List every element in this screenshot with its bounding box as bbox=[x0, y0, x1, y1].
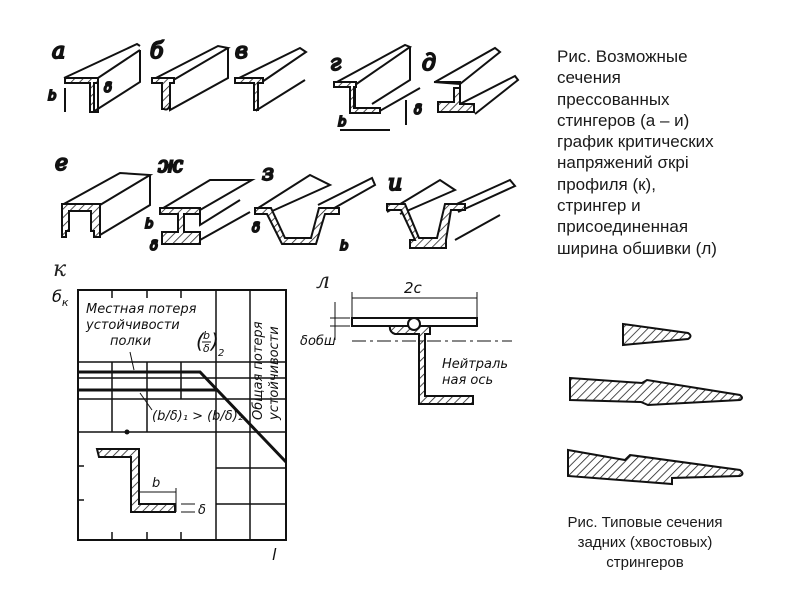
svg-text:b: b bbox=[203, 329, 210, 342]
dim-delta-z: δ bbox=[252, 221, 260, 236]
profile-v: в bbox=[234, 38, 308, 112]
z-section-inset: b δ bbox=[95, 448, 206, 518]
y-axis-label: бк bbox=[52, 287, 69, 309]
chart-label-k: к bbox=[53, 257, 67, 282]
profile-d: д bbox=[421, 46, 520, 115]
caption-main-line: Рис. Возможные bbox=[557, 47, 688, 66]
tail-stringer-sections bbox=[567, 322, 744, 486]
dim-delta-g: δ bbox=[414, 103, 422, 118]
dim-b-z: b bbox=[340, 239, 348, 254]
ratio-2-label: ( b δ ) 2 bbox=[196, 329, 224, 359]
profile-label-g: г bbox=[330, 51, 341, 76]
profile-label-d: д bbox=[422, 51, 436, 76]
caption-tail-line: задних (хвостовых) bbox=[577, 534, 713, 551]
caption-main-line: сечения bbox=[557, 68, 621, 88]
caption-tail-line: Рис. Типовые сечения bbox=[567, 514, 723, 531]
tail-section-2 bbox=[569, 376, 743, 407]
tail-section-1 bbox=[622, 322, 692, 347]
critical-stress-chart: к бк Местна bbox=[52, 257, 288, 564]
x-axis-label: l bbox=[272, 545, 277, 564]
inset-dim-b: b bbox=[152, 476, 160, 491]
caption-tail: Рис. Типовые сечения задних (хвостовых) … bbox=[540, 513, 750, 573]
caption-main-line: стингеров (а – и) bbox=[557, 110, 690, 130]
svg-text:полки: полки bbox=[110, 334, 151, 349]
neutral-axis-label-2: ная ось bbox=[442, 373, 493, 388]
profile-label-a: а bbox=[52, 39, 65, 64]
profile-label-z: з bbox=[262, 161, 274, 186]
svg-text:устойчивости: устойчивости bbox=[85, 318, 180, 333]
caption-main-line: профиля (к), bbox=[557, 174, 656, 194]
caption-main: Рис. Возможные сечения прессованных стин… bbox=[557, 46, 757, 259]
caption-main-line: график критических bbox=[557, 132, 714, 152]
dim-delta-a: δ bbox=[104, 81, 112, 96]
svg-text:Общая потеря: Общая потеря bbox=[251, 321, 266, 420]
caption-main-line: напряжений σкрi bbox=[557, 153, 689, 173]
dim-b-g: b bbox=[338, 115, 346, 130]
critical-stress-curves bbox=[78, 370, 288, 464]
profile-i: и bbox=[386, 170, 517, 249]
svg-text:устойчивости: устойчивости bbox=[267, 326, 282, 421]
curve-ratio-2 bbox=[78, 370, 288, 464]
svg-text:Местная потеря: Местная потеря bbox=[86, 302, 197, 317]
profile-b: б bbox=[149, 38, 231, 112]
dim-b-zh: b bbox=[145, 217, 153, 232]
profile-label-e: е bbox=[55, 151, 68, 176]
neutral-axis-label-1: Нейтраль bbox=[442, 357, 508, 372]
profile-a: а b δ bbox=[47, 38, 141, 113]
profile-z: з δ b bbox=[251, 160, 377, 255]
dim-b-a: b bbox=[48, 89, 56, 104]
caption-main-line: стрингер и bbox=[557, 196, 641, 216]
local-loss-label: Местная потеря устойчивости полки bbox=[85, 302, 197, 371]
caption-main-line: ширина обшивки (л) bbox=[557, 238, 717, 258]
skin-label-l: л bbox=[316, 269, 330, 294]
profile-g: г b δ bbox=[329, 43, 423, 131]
svg-text:): ) bbox=[209, 329, 219, 353]
profile-label-b: б bbox=[150, 39, 164, 64]
chart-grid bbox=[77, 289, 287, 541]
caption-tail-line: стрингеров bbox=[606, 554, 684, 571]
inset-dim-delta: δ bbox=[198, 503, 206, 518]
skin-attachment-diagram: л 2с δобш Нейтраль ная ось bbox=[300, 269, 512, 405]
svg-text:δ: δ bbox=[203, 342, 210, 355]
profile-label-i: и bbox=[388, 171, 402, 196]
svg-text:(: ( bbox=[196, 329, 205, 353]
profile-label-v: в bbox=[235, 39, 248, 64]
caption-main-line: присоединенная bbox=[557, 217, 689, 237]
general-loss-label: Общая потеря устойчивости bbox=[251, 321, 282, 421]
skin-width-label: 2с bbox=[404, 279, 423, 297]
profile-zh: ж b δ bbox=[144, 152, 256, 255]
dim-delta-zh: δ bbox=[150, 239, 158, 254]
tail-section-3 bbox=[567, 448, 744, 486]
skin-thickness-label: δобш bbox=[300, 334, 336, 349]
ratio-compare-label: (b/δ)₁ > (b/δ)₂ bbox=[152, 409, 243, 424]
svg-text:2: 2 bbox=[218, 348, 224, 359]
caption-main-line: прессованных bbox=[557, 89, 670, 109]
profile-label-zh: ж bbox=[158, 153, 183, 178]
profile-e: е bbox=[54, 150, 154, 238]
